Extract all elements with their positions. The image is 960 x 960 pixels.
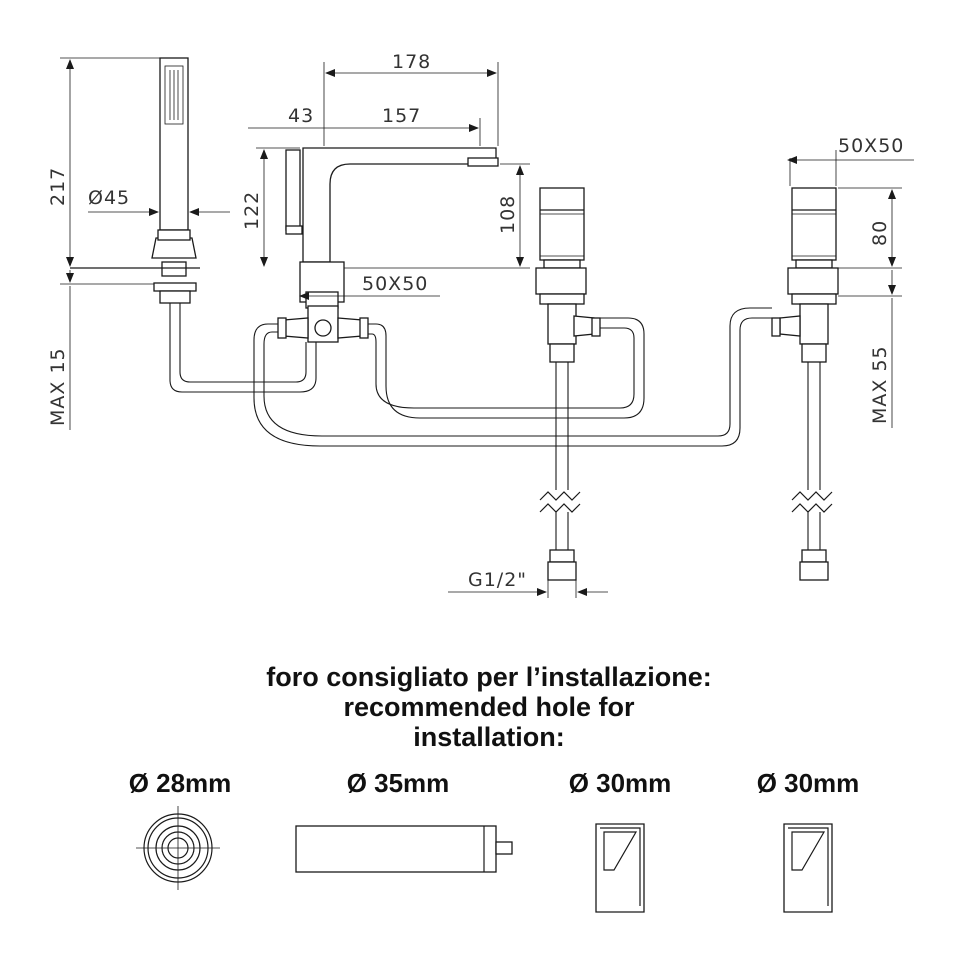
hole-top-view-handle-right (783, 823, 833, 913)
hand-shower (70, 57, 200, 304)
dim-178: 178 (392, 51, 431, 73)
dim-max-55: MAX 55 (869, 345, 891, 424)
hole-top-view-spout (295, 825, 513, 873)
dim-108: 108 (497, 195, 519, 234)
dim-g-1-2: G1/2" (468, 569, 527, 591)
caption-line-2: recommended hole for (343, 692, 635, 722)
hole-top-view-handle-left (595, 823, 645, 913)
spray-face (164, 65, 184, 125)
dim-80: 80 (869, 220, 891, 246)
dimension-lines (60, 57, 914, 598)
mixer-handle-left (535, 187, 601, 581)
hole-label-handle-right: Ø 30mm (757, 768, 860, 798)
dim-50x50-spout: 50X50 (362, 273, 428, 295)
dim-157: 157 (382, 105, 421, 127)
dim-diameter-45: Ø45 (88, 187, 130, 209)
dim-43: 43 (288, 105, 314, 127)
caption-line-1: foro consigliato per l’installazione: (266, 662, 712, 692)
connecting-pipes (169, 303, 772, 447)
installation-caption: foro consigliato per l’installazione: re… (266, 662, 712, 752)
caption-line-3: installation: (413, 722, 565, 752)
hole-labels: Ø 28mm Ø 35mm Ø 30mm Ø 30mm (129, 768, 860, 798)
dim-max-15: MAX 15 (47, 347, 69, 426)
hole-top-view-hand-shower (136, 806, 220, 890)
mixer-handle-right (771, 187, 839, 581)
dimension-labels: 178 43 157 217 Ø45 122 108 50X50 50X50 8… (47, 51, 904, 591)
dim-217: 217 (47, 167, 69, 206)
hole-label-hand-shower: Ø 28mm (129, 768, 232, 798)
dim-122: 122 (241, 191, 263, 230)
hole-label-handle-left: Ø 30mm (569, 768, 672, 798)
hole-label-spout: Ø 35mm (347, 768, 450, 798)
dim-50x50-handle: 50X50 (838, 135, 904, 157)
spout (277, 147, 499, 343)
